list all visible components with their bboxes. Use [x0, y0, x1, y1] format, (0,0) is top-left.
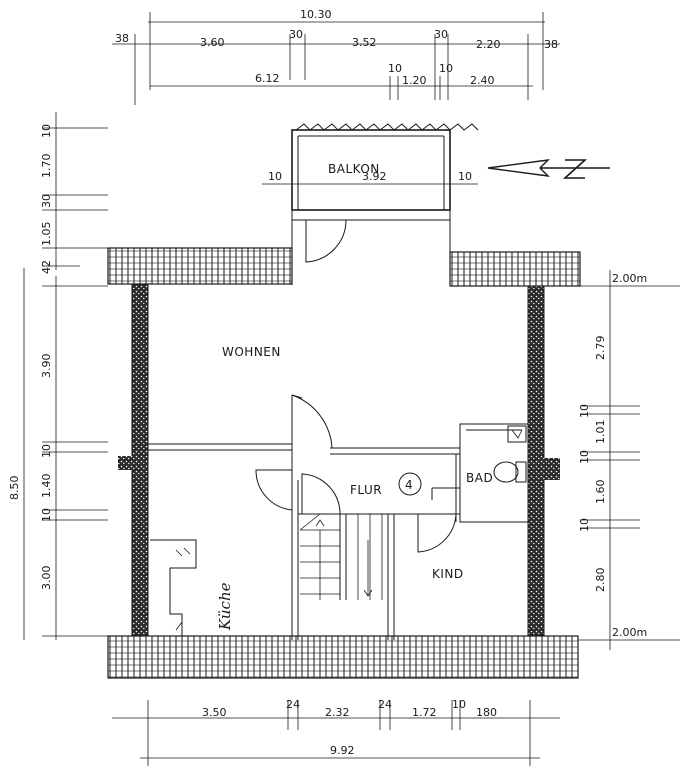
dim-top-r2-3: 10 — [439, 62, 453, 75]
dim-top-r2-4: 2.40 — [470, 74, 495, 87]
unit-number-circle — [398, 472, 422, 496]
room-label-wohnen: WOHNEN — [222, 345, 281, 359]
dim-top-r2-1: 10 — [388, 62, 402, 75]
dim-left-a-4: 42 — [40, 260, 53, 274]
room-labels: WOHNEN FLUR BAD KIND Küche 4 — [216, 345, 493, 631]
dim-left-a-3: 1.05 — [40, 222, 53, 247]
dim-right-3: 10 — [578, 450, 591, 464]
dim-left-b-4: 3.00 — [40, 566, 53, 591]
dim-balcony-2: 10 — [458, 170, 472, 183]
dim-balcony-0: 10 — [268, 170, 282, 183]
bottom-dimensions: 3.50 24 2.32 24 1.72 10 180 9.92 — [112, 698, 560, 766]
dim-right-6: 2.80 — [594, 568, 607, 593]
top-dimensions: 10.30 38 3.60 30 3.52 30 2.20 38 6.12 10… — [112, 8, 560, 105]
toilet-icon — [493, 461, 527, 483]
room-label-balkon: BALKON — [328, 162, 380, 176]
dim-top-r1-4: 30 — [434, 28, 448, 41]
right-dimensions: 2.00m 2.79 10 1.01 10 1.60 10 2.80 2.00m — [578, 270, 680, 650]
dim-right-1: 10 — [578, 404, 591, 418]
room-label-bad: BAD — [466, 471, 493, 485]
dim-top-overall: 10.30 — [300, 8, 332, 21]
balcony: BALKON 10 3.92 10 — [262, 123, 479, 285]
dim-left-b-0: 3.90 — [40, 354, 53, 379]
staircase — [297, 513, 389, 637]
dim-bottom-1: 24 — [286, 698, 300, 711]
dim-bottom-6: 180 — [476, 706, 497, 719]
dim-balcony-1: 3.92 — [362, 170, 387, 183]
dim-top-r1-3: 3.52 — [352, 36, 377, 49]
dim-bottom-4: 1.72 — [412, 706, 437, 719]
dim-top-r1-1: 3.60 — [200, 36, 225, 49]
dim-bottom-5: 10 — [452, 698, 466, 711]
dim-right-0: 2.79 — [594, 336, 607, 361]
interior-walls — [148, 394, 529, 640]
dim-top-r1-5: 2.20 — [476, 38, 501, 51]
dim-left-b-3: 10 — [40, 508, 53, 522]
room-label-kind: KIND — [432, 567, 464, 581]
dim-right-2: 1.01 — [594, 420, 607, 445]
dim-left-b-2: 1.40 — [40, 474, 53, 499]
exterior-walls — [107, 247, 581, 679]
dim-top-r2-2: 1.20 — [402, 74, 427, 87]
north-arrow-icon — [487, 159, 610, 179]
unit-number: 4 — [405, 478, 413, 492]
dim-bottom-overall: 9.92 — [330, 744, 355, 757]
dim-left-a-0: 10 — [40, 124, 53, 138]
dim-bottom-3: 24 — [378, 698, 392, 711]
room-label-flur: FLUR — [350, 483, 382, 497]
dim-left-a-1: 1.70 — [40, 154, 53, 179]
dim-right-top-level: 2.00m — [612, 272, 647, 285]
dim-top-r1-0: 38 — [115, 32, 129, 45]
dim-left-a-2: 30 — [40, 194, 53, 208]
dim-top-r1-6: 38 — [544, 38, 558, 51]
dim-left-b-1: 10 — [40, 444, 53, 458]
dim-right-5: 10 — [578, 518, 591, 532]
dim-right-bottom-level: 2.00m — [612, 626, 647, 639]
washbasin-icon — [507, 425, 527, 443]
room-label-kueche: Küche — [216, 582, 234, 631]
left-dimensions: 10 1.70 30 1.05 42 3.90 10 1.40 10 3.00 … — [8, 112, 108, 640]
kitchen-counter — [150, 539, 197, 636]
dim-top-r1-2: 30 — [289, 28, 303, 41]
dim-bottom-0: 3.50 — [202, 706, 227, 719]
dim-right-4: 1.60 — [594, 480, 607, 505]
dim-left-overall: 8.50 — [8, 476, 21, 501]
dim-top-r2-0: 6.12 — [255, 72, 280, 85]
dim-bottom-2: 2.32 — [325, 706, 350, 719]
